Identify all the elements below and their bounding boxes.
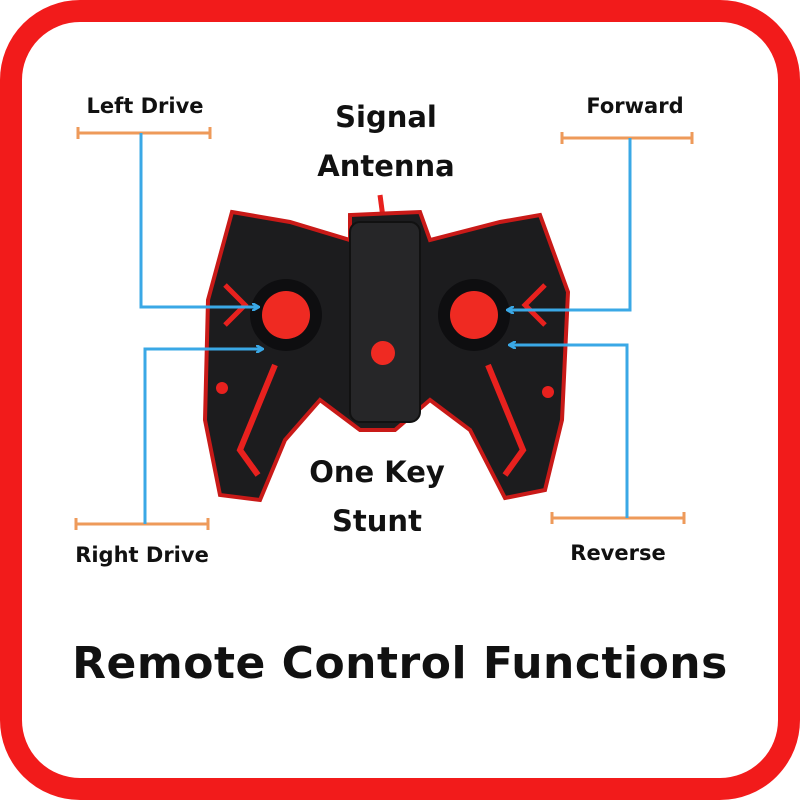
forward-label: Forward bbox=[586, 94, 684, 118]
stunt-button bbox=[371, 341, 395, 365]
page-title: Remote Control Functions bbox=[72, 638, 728, 689]
left-joystick bbox=[262, 291, 310, 339]
right-drive-label: Right Drive bbox=[75, 543, 209, 567]
one-key-stunt-label: One Key Stunt bbox=[309, 448, 445, 546]
one-key-stunt-line1: One Key bbox=[309, 455, 445, 489]
reverse-label: Reverse bbox=[570, 541, 666, 565]
remote-controller-image bbox=[202, 194, 571, 503]
right-joystick bbox=[450, 291, 498, 339]
signal-antenna-label: Signal Antenna bbox=[317, 93, 454, 191]
label-brackets bbox=[74, 127, 694, 530]
left-drive-label: Left Drive bbox=[86, 94, 204, 118]
signal-antenna-line2: Antenna bbox=[317, 149, 455, 183]
signal-antenna-line1: Signal bbox=[335, 100, 437, 134]
one-key-stunt-line2: Stunt bbox=[332, 504, 422, 538]
leader-arrows bbox=[139, 133, 632, 524]
